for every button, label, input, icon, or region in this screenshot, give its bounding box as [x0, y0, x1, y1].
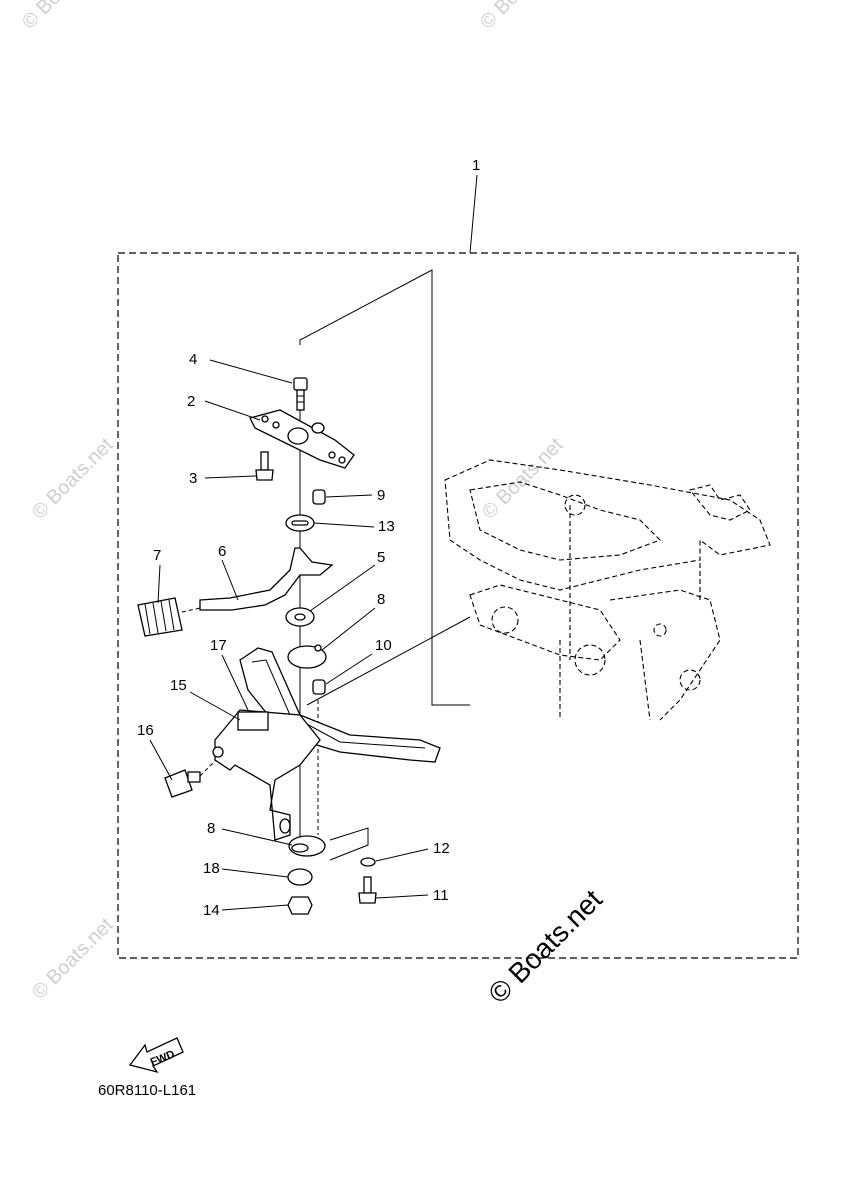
- callout-9: 9: [377, 487, 385, 504]
- watermark-top-left: © Boats.net: [18, 0, 108, 34]
- callout-5: 5: [377, 549, 385, 566]
- callout-8-upper: 8: [377, 591, 385, 608]
- callout-3: 3: [189, 470, 197, 487]
- part-washer-18: [287, 868, 313, 886]
- part-grip-7: [137, 597, 201, 637]
- callout-leaders: [149, 359, 429, 911]
- part-collar-10: [312, 679, 326, 695]
- part-bracket-15: [212, 709, 321, 841]
- part-screw-3: [255, 451, 274, 481]
- part-pin-16: [164, 759, 217, 798]
- watermarks: © Boats.net © Boats.net © Boats.net © Bo…: [18, 0, 608, 1009]
- watermark-left-mid: © Boats.net: [28, 434, 118, 524]
- watermark-center-low: © Boats.net: [482, 883, 608, 1009]
- callout-14: 14: [203, 902, 220, 919]
- callout-10: 10: [375, 637, 392, 654]
- part-screw-11: [358, 876, 377, 904]
- part-lever-6: [199, 547, 334, 611]
- ghost-bracket: [444, 459, 771, 721]
- callout-2: 2: [187, 393, 195, 410]
- callout-4: 4: [189, 351, 197, 368]
- part-washer-8-upper-hole: [314, 644, 322, 652]
- leader-1: [469, 174, 478, 254]
- watermark-top-mid: © Boats.net: [476, 0, 566, 34]
- part-washer-13: [285, 514, 315, 532]
- callout-11: 11: [433, 887, 449, 904]
- part-washer-8-upper: [287, 645, 327, 669]
- part-washer-8-lower-hole: [291, 843, 309, 853]
- part-code: 60R8110-L161: [98, 1082, 197, 1099]
- callout-6: 6: [218, 543, 226, 560]
- callouts: 1 2 3 4 5 6 7 8 8 9 10 11 12 13 14 15 16…: [137, 157, 480, 919]
- callout-16: 16: [137, 722, 154, 739]
- callout-17: 17: [210, 637, 227, 654]
- callout-8-lower: 8: [207, 820, 215, 837]
- callout-1: 1: [472, 157, 480, 174]
- watermark-left-low: © Boats.net: [28, 914, 118, 1004]
- watermark-center-mid: © Boats.net: [478, 434, 568, 524]
- part-collar-9: [312, 489, 326, 505]
- callout-7: 7: [153, 547, 161, 564]
- part-plate-2: [249, 409, 355, 469]
- callout-15: 15: [170, 677, 187, 694]
- link-to-bracket: [306, 616, 471, 706]
- part-bolt-4: [293, 377, 308, 411]
- assembly-link-line: [299, 269, 470, 706]
- callout-18: 18: [203, 860, 220, 877]
- callout-12: 12: [433, 840, 450, 857]
- callout-13: 13: [378, 518, 395, 535]
- part-washer-12: [360, 857, 376, 867]
- part-washer-5-hole: [294, 613, 306, 621]
- connector-12: [329, 827, 369, 861]
- fwd-arrow-icon: FWD: [128, 1037, 184, 1074]
- part-nut-14: [287, 896, 313, 915]
